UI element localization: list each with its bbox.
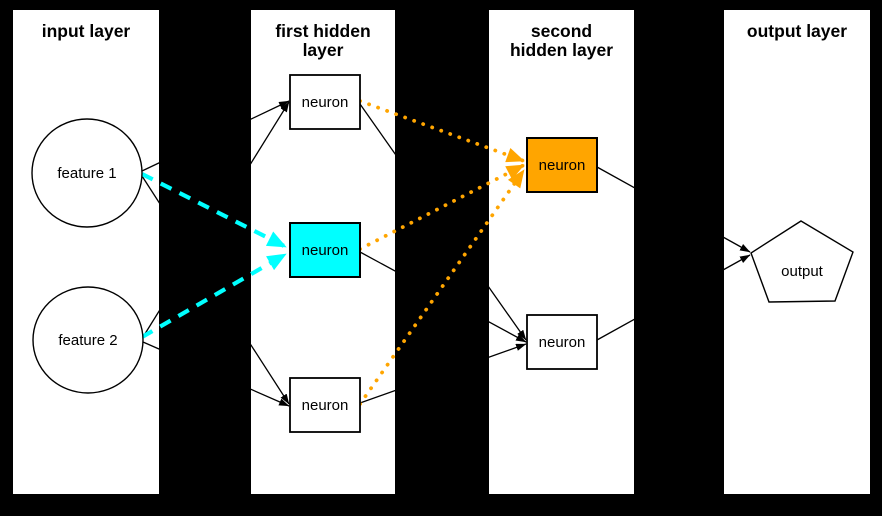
black-edges-group	[141, 100, 751, 407]
panel-title-first-hidden-layer: first hidden layer	[275, 21, 371, 60]
node-labels-group: feature 1 feature 2 neuron neuron neuron…	[57, 94, 823, 414]
panel-input-layer: input layer	[13, 10, 159, 494]
panel-first-hidden-layer: first hidden layer	[251, 10, 395, 494]
panel-title-output-layer: output layer	[746, 21, 848, 41]
panel-second-hidden-layer: second hidden layer	[489, 10, 634, 494]
panel-title-input-layer: input layer	[41, 21, 131, 41]
panel-title-second-hidden-layer: second hidden layer	[509, 21, 614, 60]
panel-output-layer: output layer	[724, 10, 870, 494]
